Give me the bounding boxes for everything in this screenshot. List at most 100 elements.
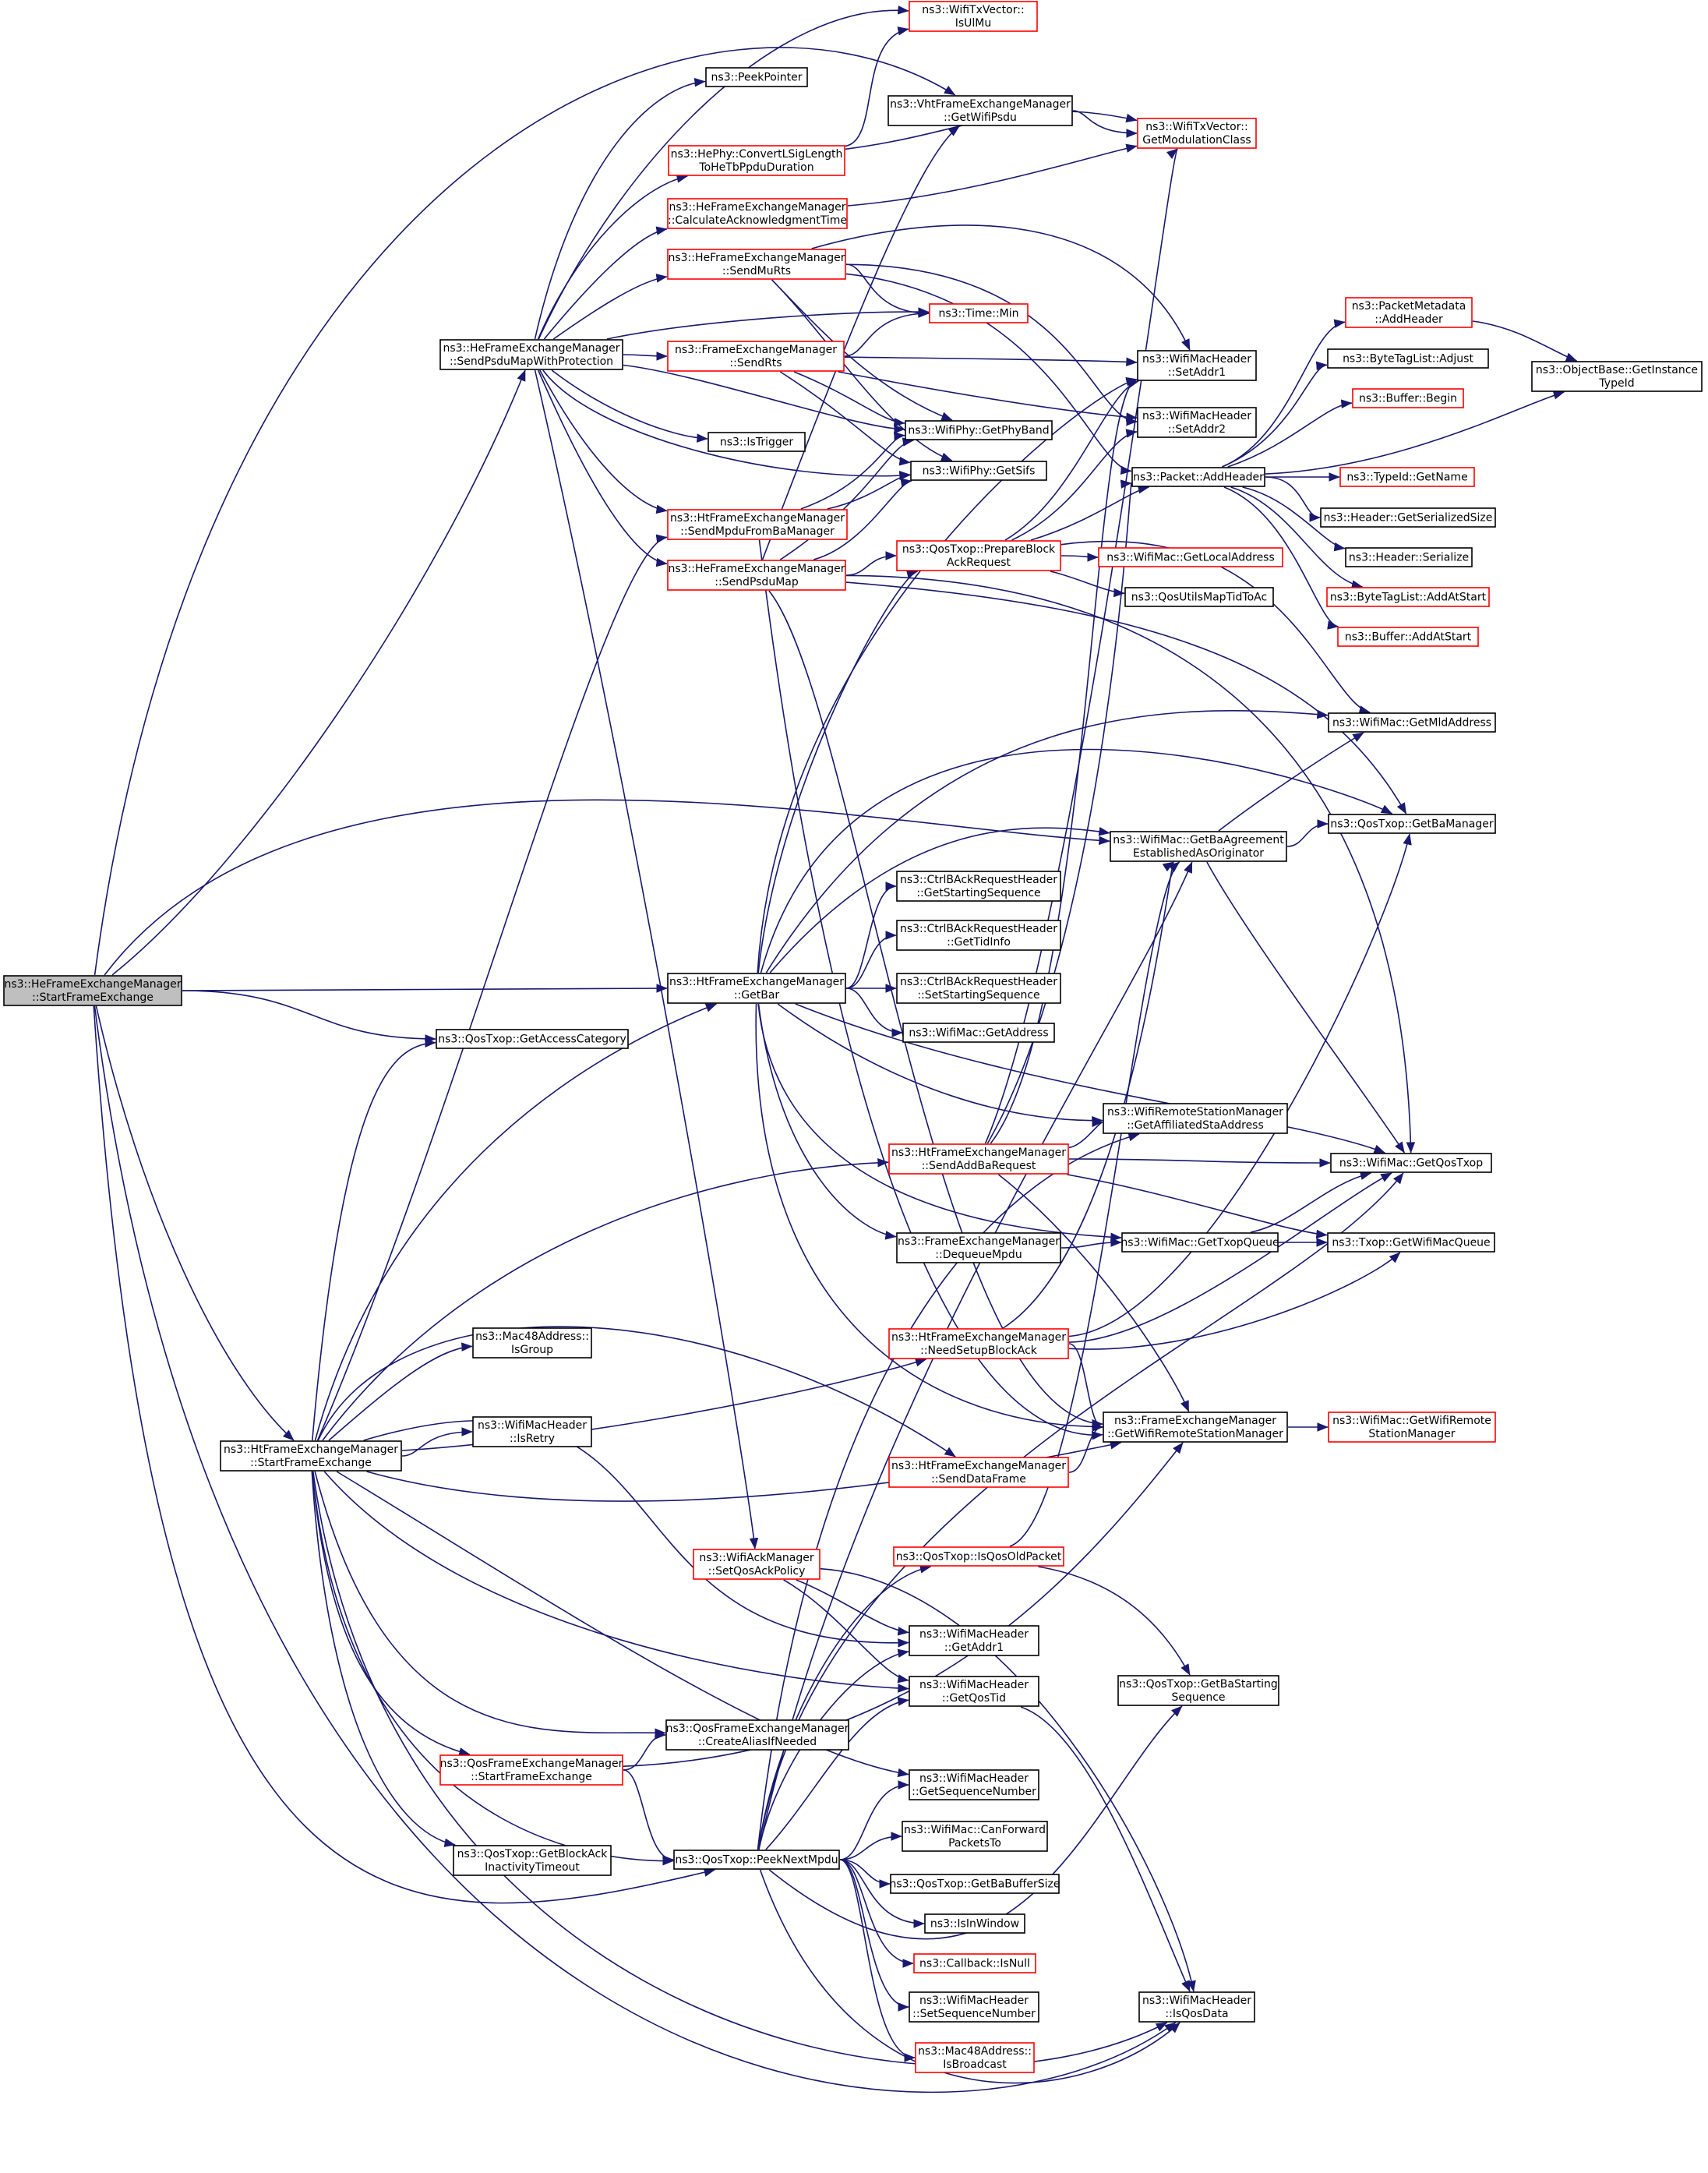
edge-packetAddHeader-to-bufferBegin <box>1227 399 1353 468</box>
node-getAddr1[interactable]: ns3::WifiMacHeader::GetAddr1 <box>909 1625 1039 1656</box>
node-isQosData[interactable]: ns3::WifiMacHeader::IsQosData <box>1138 1991 1255 2023</box>
edge-sendRts-to-timeMin <box>844 309 930 357</box>
node-box <box>888 1328 1069 1359</box>
node-sendMpduFromBa[interactable]: ns3::HtFrameExchangeManager::SendMpduFro… <box>667 509 848 540</box>
edge-htStartFrameExchange-to-createAlias <box>314 1471 666 1737</box>
node-convertLSig[interactable]: ns3::HePhy::ConvertLSigLengthToHeTbPpduD… <box>668 145 845 176</box>
node-label: ns3::QosTxop::GetAccessCategory <box>438 1034 626 1046</box>
node-getMldAddress[interactable]: ns3::WifiMac::GetMldAddress <box>1328 712 1496 733</box>
edge-peekNextMpdu-to-setSequenceNumber <box>839 1859 909 2012</box>
node-isGroup[interactable]: ns3::Mac48Address::IsGroup <box>472 1327 592 1359</box>
node-sendDataFrame[interactable]: ns3::HtFrameExchangeManager::SendDataFra… <box>888 1457 1069 1488</box>
node-typeIdGetName[interactable]: ns3::TypeId::GetName <box>1339 467 1475 487</box>
node-needSetupBlockAck[interactable]: ns3::HtFrameExchangeManager::NeedSetupBl… <box>888 1328 1069 1359</box>
node-setSequenceNumber[interactable]: ns3::WifiMacHeader::SetSequenceNumber <box>909 1991 1039 2023</box>
node-dequeueMpdu[interactable]: ns3::FrameExchangeManager::DequeueMpdu <box>896 1232 1061 1263</box>
node-peekPointer[interactable]: ns3::PeekPointer <box>705 67 808 87</box>
node-mapTidToAc[interactable]: ns3::QosUtilsMapTidToAc <box>1124 587 1274 607</box>
node-label: ns3::HeFrameExchangeManager <box>4 978 181 991</box>
node-getQosTxop[interactable]: ns3::WifiMac::GetQosTxop <box>1330 1153 1492 1173</box>
node-isBroadcast[interactable]: ns3::Mac48Address::IsBroadcast <box>915 2042 1035 2073</box>
node-label: ::CalculateAcknowledgmentTime <box>668 214 847 227</box>
node-sendPsduMap[interactable]: ns3::HeFrameExchangeManager::SendPsduMap <box>667 560 846 591</box>
edge-qosStartFrameExchange-to-createAlias <box>623 1730 666 1771</box>
node-setAddr1[interactable]: ns3::WifiMacHeader::SetAddr1 <box>1137 350 1257 381</box>
node-btlAdjust[interactable]: ns3::ByteTagList::Adjust <box>1327 348 1489 369</box>
node-getAffiliated[interactable]: ns3::WifiRemoteStationManager::GetAffili… <box>1103 1103 1288 1134</box>
edge-sendPsduMapWithProtection-to-sendRts <box>623 352 668 361</box>
node-label: ::GetWifiPsdu <box>944 111 1017 124</box>
node-qosStartFrameExchange[interactable]: ns3::QosFrameExchangeManager::StartFrame… <box>439 1754 623 1786</box>
node-getBaBufferSize[interactable]: ns3::QosTxop::GetBaBufferSize <box>889 1874 1060 1894</box>
node-getRsm[interactable]: ns3::FrameExchangeManager::GetWifiRemote… <box>1103 1412 1288 1443</box>
node-label: ns3::FrameExchangeManager <box>1114 1415 1276 1427</box>
node-headerSerialize[interactable]: ns3::Header::Serialize <box>1345 547 1473 567</box>
node-bufAddAtStart[interactable]: ns3::Buffer::AddAtStart <box>1337 627 1479 647</box>
node-getTxopQueue[interactable]: ns3::WifiMac::GetTxopQueue <box>1120 1232 1279 1253</box>
node-getQosTid[interactable]: ns3::WifiMacHeader::GetQosTid <box>909 1676 1039 1707</box>
node-box <box>472 1416 592 1447</box>
node-getAccessCategory[interactable]: ns3::QosTxop::GetAccessCategory <box>436 1029 629 1049</box>
node-getBlockAckTimeout[interactable]: ns3::QosTxop::GetBlockAckInactivityTimeo… <box>453 1845 612 1876</box>
edge-needSetupBlockAck-to-getWifiMacQueue <box>1068 1252 1401 1350</box>
edge-peekNextMpdu-to-isBroadcast <box>839 1859 916 2062</box>
node-btlAddAtStart[interactable]: ns3::ByteTagList::AddAtStart <box>1326 587 1490 607</box>
edge-sendPsduMapWithProtection-to-timeMin <box>606 307 930 340</box>
node-getWifiMacQueue[interactable]: ns3::Txop::GetWifiMacQueue <box>1327 1232 1495 1253</box>
node-pmAddHeader[interactable]: ns3::PacketMetadata::AddHeader <box>1345 297 1473 328</box>
node-createAlias[interactable]: ns3::QosFrameExchangeManager::CreateAlia… <box>665 1719 849 1751</box>
node-getLocalAddress[interactable]: ns3::WifiMac::GetLocalAddress <box>1098 547 1283 567</box>
node-htStartFrameExchange[interactable]: ns3::HtFrameExchangeManager::StartFrameE… <box>220 1440 402 1472</box>
node-callbackIsNull[interactable]: ns3::Callback::IsNull <box>913 1953 1036 1973</box>
node-vhtGetWifiPsdu[interactable]: ns3::VhtFrameExchangeManager::GetWifiPsd… <box>888 95 1073 126</box>
node-getStartingSeq[interactable]: ns3::CtrlBAckRequestHeader::GetStartingS… <box>896 871 1061 902</box>
node-isInWindow[interactable]: ns3::IsInWindow <box>924 1913 1025 1934</box>
edge-sendAddBaRequest-to-getRsm <box>998 1174 1190 1412</box>
node-getBaManager[interactable]: ns3::QosTxop::GetBaManager <box>1328 814 1496 834</box>
node-timeMin[interactable]: ns3::Time::Min <box>929 303 1029 323</box>
node-sendPsduMapWithProtection[interactable]: ns3::HeFrameExchangeManager::SendPsduMap… <box>439 339 623 370</box>
node-getSifs[interactable]: ns3::WifiPhy::GetSifs <box>910 461 1047 481</box>
node-bufferBegin[interactable]: ns3::Buffer::Begin <box>1352 388 1464 408</box>
node-box <box>667 249 846 280</box>
node-macGetRsm[interactable]: ns3::WifiMac::GetWifiRemoteStationManage… <box>1328 1412 1496 1443</box>
node-box <box>1138 1991 1255 2023</box>
node-sendMuRts[interactable]: ns3::HeFrameExchangeManager::SendMuRts <box>667 249 846 280</box>
node-getPhyBand[interactable]: ns3::WifiPhy::GetPhyBand <box>905 420 1053 440</box>
node-box <box>1326 587 1490 607</box>
node-macGetAddress[interactable]: ns3::WifiMac::GetAddress <box>902 1023 1055 1043</box>
node-getModulationClass[interactable]: ns3::WifiTxVector::GetModulationClass <box>1137 118 1257 149</box>
node-getBar[interactable]: ns3::HtFrameExchangeManager::GetBar <box>667 973 846 1004</box>
node-setStartingSeq[interactable]: ns3::CtrlBAckRequestHeader::SetStartingS… <box>896 973 1061 1004</box>
node-calcAckTime[interactable]: ns3::HeFrameExchangeManager::CalculateAc… <box>667 198 848 229</box>
node-sendRts[interactable]: ns3::FrameExchangeManager::SendRts <box>667 341 845 372</box>
node-isRetry[interactable]: ns3::WifiMacHeader::IsRetry <box>472 1416 592 1447</box>
edge-vhtGetWifiPsdu-to-getModulationClass <box>1072 110 1138 138</box>
node-isUlMu[interactable]: ns3::WifiTxVector::IsUlMu <box>909 1 1038 32</box>
node-peekNextMpdu[interactable]: ns3::QosTxop::PeekNextMpdu <box>673 1850 840 1870</box>
node-setAddr2[interactable]: ns3::WifiMacHeader::SetAddr2 <box>1137 407 1257 438</box>
node-getBaAgreement[interactable]: ns3::WifiMac::GetBaAgreementEstablishedA… <box>1110 831 1287 862</box>
edge-needSetupBlockAck-to-getBaManager <box>1068 833 1412 1337</box>
node-setQosAckPolicy[interactable]: ns3::WifiAckManager::SetQosAckPolicy <box>693 1549 820 1580</box>
node-packetAddHeader[interactable]: ns3::Packet::AddHeader <box>1131 467 1265 487</box>
node-sendAddBaRequest[interactable]: ns3::HtFrameExchangeManager::SendAddBaRe… <box>888 1143 1069 1175</box>
node-getTidInfo[interactable]: ns3::CtrlBAckRequestHeader::GetTidInfo <box>896 920 1061 951</box>
edge-sendMuRts-to-setAddr2 <box>845 263 1138 426</box>
node-label: ::SetQosAckPolicy <box>708 1565 806 1578</box>
node-getSerializedSize[interactable]: ns3::Header::GetSerializedSize <box>1320 507 1496 528</box>
node-getSequenceNumber[interactable]: ns3::WifiMacHeader::GetSequenceNumber <box>909 1769 1039 1800</box>
node-isTrigger[interactable]: ns3::IsTrigger <box>708 432 806 452</box>
node-isQosOldPacket[interactable]: ns3::QosTxop::IsQosOldPacket <box>893 1546 1064 1567</box>
edge-htStartFrameExchange-to-isQosData <box>312 1471 1168 2067</box>
edge-sendPsduMap-to-getRsm <box>768 590 1103 1429</box>
node-box <box>667 509 848 540</box>
node-root[interactable]: ns3::HeFrameExchangeManager::StartFrameE… <box>3 975 182 1006</box>
edge-setQosAckPolicy-to-getAddr1 <box>796 1579 909 1636</box>
edge-sendRts-to-getPhyBand <box>793 371 905 427</box>
node-label: ::SetSequenceNumber <box>912 2008 1036 2020</box>
